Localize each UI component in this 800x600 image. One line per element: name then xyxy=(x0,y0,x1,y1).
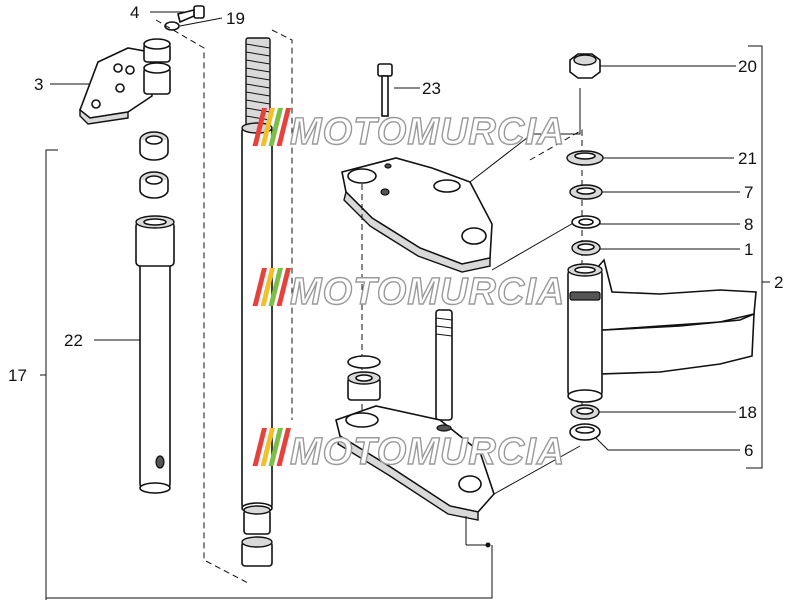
callout-17: 17 xyxy=(8,366,27,385)
callout-20: 20 xyxy=(738,57,757,76)
wm-stripe-2 xyxy=(260,108,275,146)
head-tube-with-shield xyxy=(567,258,757,403)
callout-8: 8 xyxy=(744,215,753,234)
group-2-bracket xyxy=(746,45,770,469)
upper-bushing xyxy=(139,131,169,161)
callout-3: 3 xyxy=(34,75,43,94)
callout-19: 19 xyxy=(226,9,245,28)
callout-18: 18 xyxy=(738,403,757,422)
wm-stripe-1 xyxy=(252,108,267,146)
part-22-tube xyxy=(135,215,175,494)
wm-stripe-3 xyxy=(268,108,283,146)
callout-6: 6 xyxy=(744,441,753,460)
steering-shaft xyxy=(155,19,293,585)
watermark-bottom: MOTOMURCIA xyxy=(252,428,565,474)
part-8-washer xyxy=(571,215,740,229)
watermark-middle: MOTOMURCIA xyxy=(252,268,565,314)
part-20-nut xyxy=(569,53,736,79)
clamp-to-bearing-line xyxy=(491,217,583,271)
part-3-bracket xyxy=(79,38,171,125)
clamp-to-head-line xyxy=(469,88,581,183)
part-4-bolt xyxy=(150,5,205,24)
callout-4: 4 xyxy=(130,3,139,22)
part-7-bearing-race xyxy=(569,184,740,200)
callout-7: 7 xyxy=(744,183,753,202)
group-17-bracket xyxy=(40,149,58,600)
callout-22: 22 xyxy=(64,331,83,350)
part-1-bearing xyxy=(571,240,740,256)
lower-bushing xyxy=(139,171,169,199)
part-23-bolt xyxy=(377,63,420,117)
watermark-text-bottom: MOTOMURCIA xyxy=(290,431,565,473)
watermark-top: MOTOMURCIA xyxy=(252,108,565,154)
watermark-text-middle: MOTOMURCIA xyxy=(290,271,565,313)
steering-stem xyxy=(347,184,453,421)
spring xyxy=(245,37,271,129)
lower-triple-clamp xyxy=(335,405,495,546)
wm-stripe-4 xyxy=(276,108,291,146)
assembly-link-line xyxy=(46,545,493,599)
callout-21: 21 xyxy=(738,149,757,168)
part-19-washer xyxy=(164,17,223,31)
part-6-ring xyxy=(569,423,740,451)
callout-23: 23 xyxy=(422,79,441,98)
watermark-text-top: MOTOMURCIA xyxy=(290,111,565,153)
upper-triple-clamp xyxy=(341,157,493,273)
callout-2: 2 xyxy=(774,273,783,292)
callout-1: 1 xyxy=(744,240,753,259)
part-21-ring xyxy=(566,150,734,166)
part-18-bearing xyxy=(570,404,736,420)
